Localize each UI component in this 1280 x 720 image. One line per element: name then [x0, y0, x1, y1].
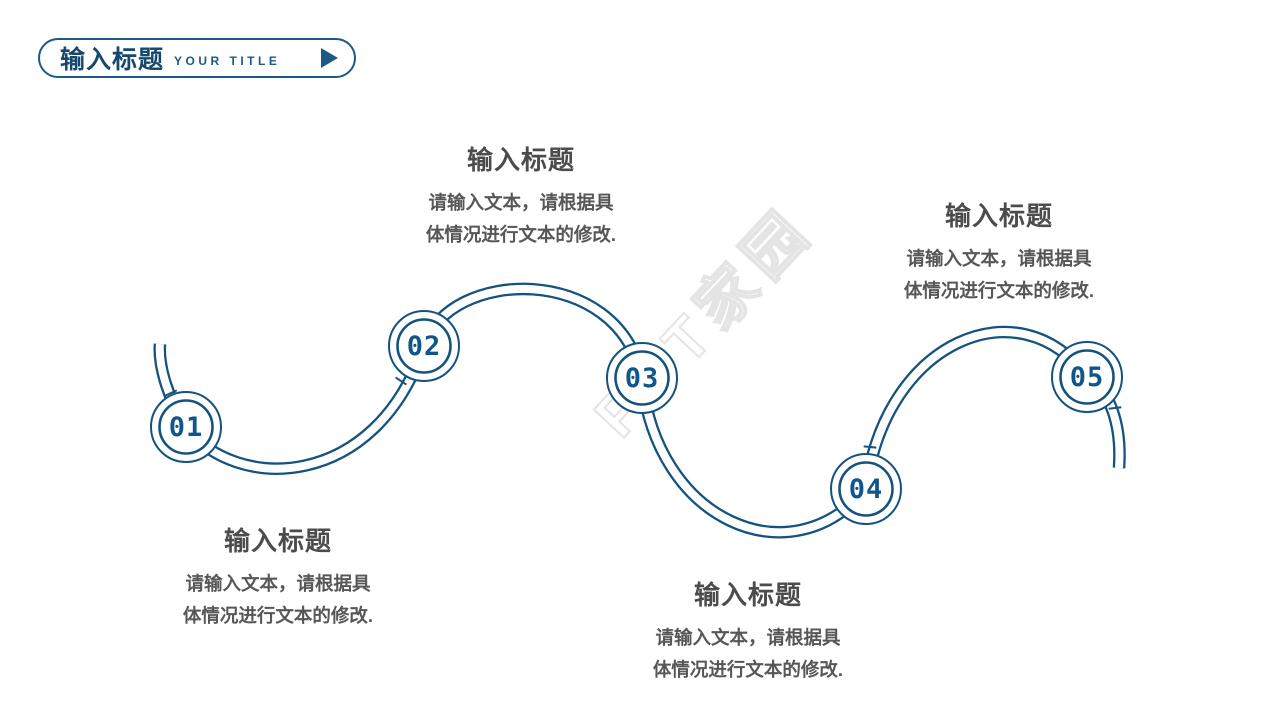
title-badge-en-label: YOUR TITLE [174, 53, 281, 68]
step-02-inner-circle [396, 318, 452, 374]
seam-tick-3 [863, 445, 877, 449]
title-badge-cn-label: 输入标题 [60, 46, 165, 74]
ribbon-segment-4-5 [859, 325, 1093, 490]
step-label-title: 输入标题 [693, 580, 802, 610]
step-label-body-line1: 请输入文本，请根据具 [428, 192, 614, 213]
step-label-body-line2: 体情况进行文本的修改. [903, 280, 1095, 301]
step-label-body-line1: 请输入文本，请根据具 [655, 627, 841, 648]
step-label-body: 请输入文本，请根据具 体情况进行文本的修改. [879, 243, 1119, 307]
step-node-01[interactable]: 01 [150, 391, 222, 463]
seam-tick-2 [395, 376, 407, 386]
step-label-body-line2: 体情况进行文本的修改. [182, 605, 374, 626]
step-label-body: 请输入文本，请根据具 体情况进行文本的修改. [401, 187, 641, 251]
ribbon-segment-4-5-fill [862, 328, 1091, 490]
play-triangle-icon[interactable] [321, 48, 338, 68]
step-label-body-line2: 体情况进行文本的修改. [425, 224, 617, 245]
step-node-05[interactable]: 05 [1051, 341, 1123, 413]
step-label-body: 请输入文本，请根据具 体情况进行文本的修改. [628, 622, 868, 686]
step-02-number: 02 [407, 331, 442, 362]
step-05-inner-circle [1059, 349, 1115, 405]
step-01-number: 01 [169, 412, 204, 443]
step-label-body-line1: 请输入文本，请根据具 [185, 573, 371, 594]
step-04-number: 04 [849, 474, 884, 505]
step-label-title: 输入标题 [223, 526, 332, 556]
ribbon-segment-3-4 [635, 377, 871, 539]
step-03-inner-circle [614, 350, 670, 406]
step-04-inner-circle [838, 461, 894, 517]
step-label-block-right[interactable]: 输入标题 请输入文本，请根据具 体情况进行文本的修改. [879, 200, 1119, 307]
ribbon-segment-3-4-fill [638, 377, 870, 537]
title-badge[interactable]: 输入标题 YOUR TITLE [38, 38, 356, 78]
seam-tick-1 [164, 389, 178, 397]
step-node-02[interactable]: 02 [388, 310, 460, 382]
ribbon-seams [164, 376, 1122, 449]
step-label-body-line1: 请输入文本，请根据具 [906, 248, 1092, 269]
step-05-number: 05 [1070, 362, 1105, 393]
step-01-inner-circle [158, 399, 214, 455]
step-node-04[interactable]: 04 [830, 453, 902, 525]
step-label-title: 输入标题 [944, 201, 1053, 231]
step-label-body: 请输入文本，请根据具 体情况进行文本的修改. [158, 568, 398, 632]
step-03-number: 03 [625, 363, 660, 394]
step-label-title: 输入标题 [466, 145, 575, 175]
step-label-block-top-center[interactable]: 输入标题 请输入文本，请根据具 体情况进行文本的修改. [401, 144, 641, 251]
step-label-block-bottom-left[interactable]: 输入标题 请输入文本，请根据具 体情况进行文本的修改. [158, 525, 398, 632]
step-node-03[interactable]: 03 [606, 342, 678, 414]
seam-tick-4 [1108, 406, 1122, 410]
step-label-block-bottom-center[interactable]: 输入标题 请输入文本，请根据具 体情况进行文本的修改. [628, 579, 868, 686]
step-label-body-line2: 体情况进行文本的修改. [652, 659, 844, 680]
